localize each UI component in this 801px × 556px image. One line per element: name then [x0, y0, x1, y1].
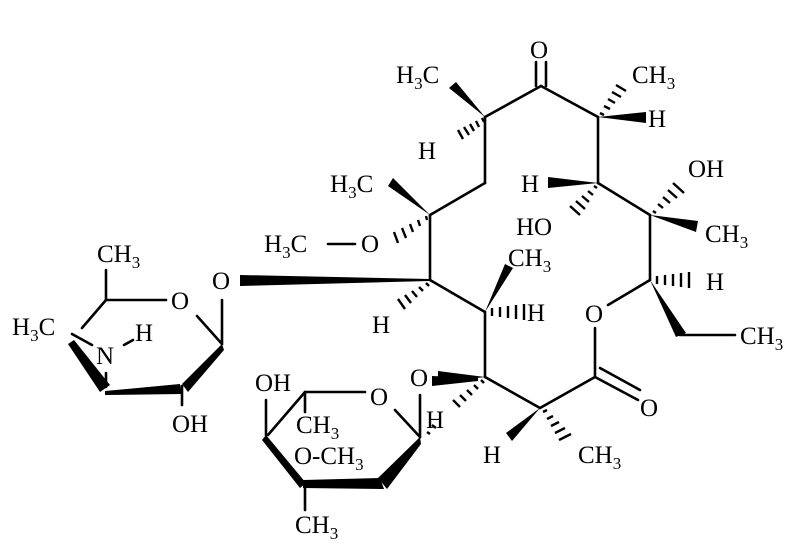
- cladinose-ring: [262, 376, 478, 512]
- label-cladinose-ch3-top: CH3: [296, 412, 339, 443]
- wedge-bonds: [240, 82, 698, 441]
- desosamine-ring: [68, 268, 224, 407]
- label-c2-h: H: [418, 138, 436, 165]
- macrolide-ring: [326, 60, 737, 410]
- label-cladinose-link-o: O: [410, 365, 428, 392]
- label-c9-ch3: CH3: [508, 245, 551, 276]
- label-cladinose-ome: O-CH3: [294, 443, 364, 474]
- label-desosamine-ch3: CH3: [97, 241, 140, 272]
- label-cladinose-oh: OH: [255, 370, 291, 397]
- label-sugar-link-o: O: [212, 268, 230, 295]
- label-c6-methyl: H3C: [330, 171, 373, 202]
- label-c12-ch3: CH3: [578, 442, 621, 473]
- hashed-bonds: [392, 83, 691, 442]
- label-cladinose-ring-o: O: [370, 384, 388, 411]
- label-c5-ho: HO: [516, 214, 552, 241]
- label-c5-h: H: [521, 171, 539, 198]
- label-desosamine-n-methyl: H3C: [12, 314, 55, 345]
- label-c11-h: H: [426, 407, 444, 434]
- label-c6-ch3: CH3: [705, 221, 748, 252]
- label-ethyl-ch3: CH3: [740, 323, 783, 354]
- label-c13-h: H: [706, 269, 724, 296]
- label-desosamine-n: N: [96, 343, 114, 370]
- label-c4-h: H: [648, 106, 666, 133]
- label-cladinose-ch3-bottom: CH3: [295, 512, 338, 543]
- label-desosamine-ring-o: O: [171, 288, 189, 315]
- label-methoxy-c: H3C: [264, 231, 307, 262]
- label-lactone-ring-o: O: [585, 301, 603, 328]
- atom-labels: O H3C H CH3 H H3C H3C O H HO OH CH3 O H …: [12, 37, 783, 543]
- label-c9-h: H: [527, 300, 545, 327]
- label-desosamine-oh: OH: [172, 411, 208, 438]
- label-ketone-o: O: [530, 37, 548, 64]
- label-c4-methyl: CH3: [632, 62, 675, 93]
- label-c8-h: H: [372, 312, 390, 339]
- label-lactone-carbonyl-o: O: [640, 395, 658, 422]
- label-c6-oh: OH: [688, 156, 724, 183]
- label-methoxy-o: O: [361, 231, 379, 258]
- label-desosamine-nh: H: [135, 320, 153, 347]
- label-c12-h: H: [483, 442, 501, 469]
- label-c2-methyl: H3C: [396, 62, 439, 93]
